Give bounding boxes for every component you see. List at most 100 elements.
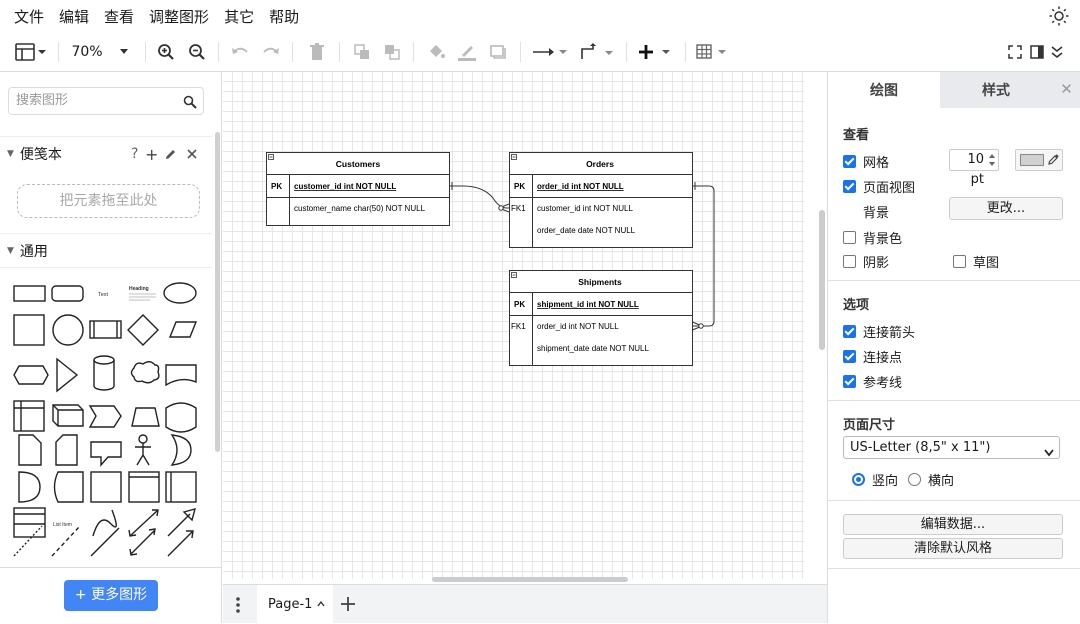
field-label: customer_id int NOT NULL [537, 204, 633, 213]
close-icon[interactable] [186, 148, 198, 164]
checkbox-unchecked-icon[interactable] [843, 231, 856, 244]
menu-arrange[interactable]: 调整图形 [149, 7, 210, 26]
field-label: order_id int NOT NULL [537, 182, 624, 191]
radio-selected-icon[interactable] [852, 473, 865, 486]
menu-help[interactable]: 帮助 [269, 7, 300, 26]
checkbox-checked-icon[interactable] [843, 350, 856, 363]
tab-style[interactable]: 样式 [940, 72, 1052, 108]
checkbox-checked-icon[interactable] [843, 180, 856, 193]
actor-shape [138, 434, 148, 444]
search-icon[interactable] [183, 93, 197, 119]
field-label: order_id int NOT NULL [537, 322, 619, 331]
zoom-out-icon[interactable] [185, 32, 209, 72]
table-icon[interactable] [694, 32, 730, 72]
redo-icon[interactable] [259, 32, 283, 72]
scratchpad-drop-zone[interactable]: 把元素拖至此处 [17, 184, 200, 218]
landscape-radio[interactable]: 横向 [908, 470, 954, 489]
page-menu-icon[interactable] [235, 596, 241, 618]
checkbox-checked-icon[interactable] [843, 325, 856, 338]
connection-arrows-checkbox[interactable]: 连接箭头 [843, 322, 915, 341]
background-color-checkbox[interactable]: 背景色 [843, 228, 902, 247]
scratchpad-add[interactable]: + [145, 144, 159, 164]
line-color-icon[interactable] [455, 32, 479, 72]
table-customers[interactable]: Customers PK customer_id int NOT NULL cu… [266, 152, 450, 226]
fullscreen-icon[interactable] [1005, 32, 1025, 72]
cloud-shape [130, 361, 160, 384]
general-header[interactable]: ▼ 通用 [0, 233, 212, 268]
canvas-vertical-scrollbar[interactable] [819, 210, 825, 350]
tape-shape [165, 402, 197, 433]
guides-checkbox[interactable]: 参考线 [843, 372, 902, 391]
header-container-shape [128, 471, 160, 503]
checkbox-checked-icon[interactable] [843, 155, 856, 168]
add-page-icon[interactable] [340, 596, 356, 616]
search-input[interactable]: 搜索图形 [8, 87, 204, 115]
tab-diagram[interactable]: 绘图 [828, 72, 940, 108]
shape-library-grid[interactable]: Text Heading List Item [0, 272, 212, 562]
chevron-up-icon[interactable] [317, 585, 325, 624]
change-background-button[interactable]: 更改... [949, 197, 1063, 220]
panel-layout-icon[interactable] [10, 32, 50, 72]
insert-plus-icon[interactable] [636, 32, 676, 72]
list-shape [13, 507, 46, 538]
to-front-icon[interactable] [350, 32, 374, 72]
canvas-horizontal-scrollbar[interactable] [432, 577, 628, 582]
table-title: Customers [336, 159, 381, 169]
to-back-icon[interactable] [380, 32, 404, 72]
table-shipments[interactable]: Shipments PK shipment_id int NOT NULL FK… [509, 270, 693, 366]
stepper-icon[interactable] [988, 152, 996, 175]
page-view-checkbox[interactable]: 页面视图 [843, 177, 915, 196]
relationship-orders-shipments[interactable] [692, 182, 715, 331]
undo-icon[interactable] [228, 32, 252, 72]
background-row: 背景 [863, 202, 889, 221]
grid-color-picker[interactable] [1015, 149, 1063, 171]
search-placeholder: 搜索图形 [16, 93, 69, 108]
grid-size-input[interactable]: 10 pt [949, 149, 999, 187]
card-shape [55, 434, 78, 466]
sidebar-scrollbar[interactable] [215, 132, 220, 452]
close-panel-icon[interactable]: ✕ [1052, 72, 1080, 108]
page-tab-label: Page-1 [268, 597, 313, 612]
menu-file[interactable]: 文件 [14, 7, 45, 26]
field-label: customer_id int NOT NULL [294, 182, 396, 191]
waypoints-icon[interactable] [578, 32, 618, 72]
connection-style-icon[interactable] [530, 32, 570, 72]
relationship-customers-orders[interactable] [449, 182, 510, 213]
format-panel: 绘图 样式 ✕ 查看 网格 10 pt 页面视图 背景 更改... 背景色 阴影… [827, 72, 1080, 623]
table-orders[interactable]: Orders PK order_id int NOT NULL FK1 cust… [509, 152, 693, 248]
page-size-select[interactable]: US-Letter (8,5" x 11") [843, 436, 1060, 459]
collapse-chevron-icon[interactable] [1047, 32, 1067, 72]
tab-page-1[interactable]: Page-1 [257, 585, 333, 624]
more-shapes-button[interactable]: + 更多图形 [64, 580, 158, 611]
field-label: shipment_id int NOT NULL [537, 300, 639, 309]
menu-edit[interactable]: 编辑 [59, 7, 90, 26]
checkbox-unchecked-icon[interactable] [953, 255, 966, 268]
zoom-select[interactable]: 70% [64, 32, 136, 72]
menu-extras[interactable]: 其它 [224, 7, 255, 26]
shape-text-label: Text [98, 292, 109, 298]
checkbox-unchecked-icon[interactable] [843, 255, 856, 268]
scratchpad-header[interactable]: ▼ 便笺本 ? + [0, 136, 212, 171]
diagram-canvas[interactable]: Customers PK customer_id int NOT NULL cu… [223, 72, 804, 579]
scratchpad-help[interactable]: ? [131, 146, 139, 162]
zoom-in-icon[interactable] [154, 32, 178, 72]
zoom-value: 70% [71, 44, 103, 60]
process-shape [89, 320, 122, 339]
connection-points-checkbox[interactable]: 连接点 [843, 347, 902, 366]
checkbox-checked-icon[interactable] [843, 375, 856, 388]
menu-view[interactable]: 查看 [104, 7, 135, 26]
theme-sun-icon[interactable] [1048, 5, 1070, 27]
grid-checkbox[interactable]: 网格 [843, 152, 889, 171]
shadow-icon[interactable] [486, 32, 510, 72]
radio-unselected-icon[interactable] [908, 473, 921, 486]
fk-label: FK1 [511, 204, 526, 213]
clear-default-style-button[interactable]: 清除默认风格 [843, 538, 1063, 559]
format-panel-icon[interactable] [1027, 32, 1047, 72]
shadow-checkbox[interactable]: 阴影 [843, 252, 889, 271]
delete-icon[interactable] [305, 32, 329, 72]
edit-data-button[interactable]: 编辑数据... [843, 514, 1063, 535]
sketch-checkbox[interactable]: 草图 [953, 252, 999, 271]
portrait-radio[interactable]: 竖向 [852, 470, 898, 489]
fill-color-icon[interactable] [424, 32, 448, 72]
pencil-icon[interactable] [164, 148, 177, 165]
